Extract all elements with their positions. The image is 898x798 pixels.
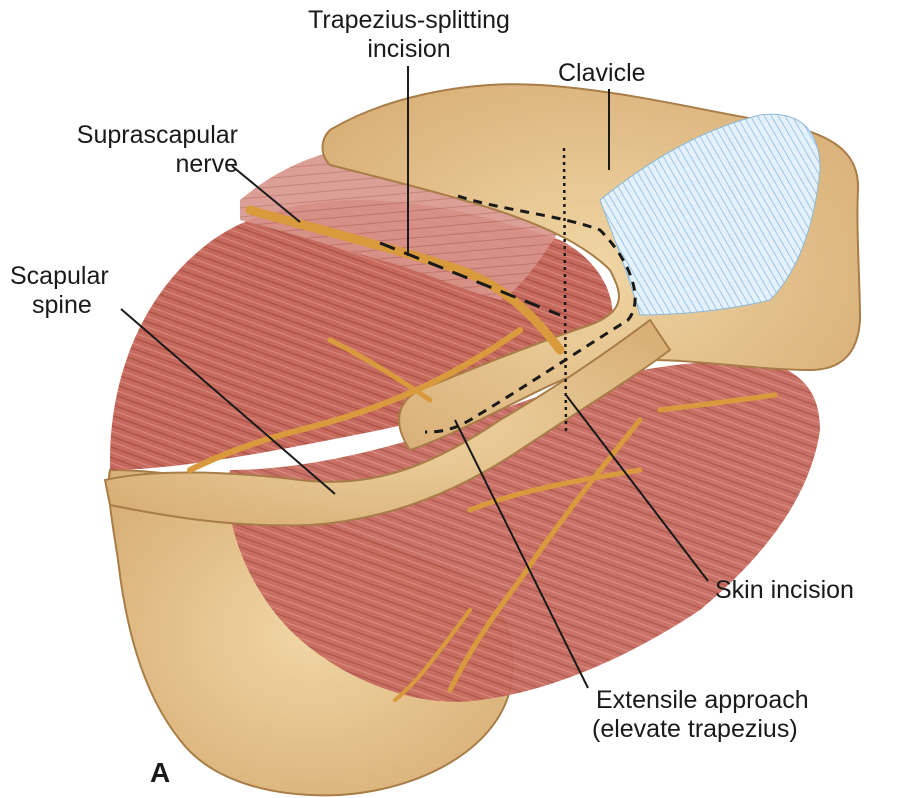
label-line: (elevate trapezius) xyxy=(592,715,798,743)
label-line: Suprascapular xyxy=(76,121,238,149)
ligament xyxy=(599,113,821,316)
label-line: Extensile approach xyxy=(596,686,809,714)
panel-label: A xyxy=(150,757,171,788)
extensile-approach-label: Extensile approach (elevate trapezius) xyxy=(592,686,809,744)
suprascapular-nerve xyxy=(245,205,565,355)
nerve-branch xyxy=(447,417,643,693)
clavicle-label: Clavicle xyxy=(558,59,646,87)
skin-incision-label: Skin incision xyxy=(715,576,854,604)
infraspinatus-muscle xyxy=(228,360,821,702)
leader-line xyxy=(565,394,709,582)
leader-line xyxy=(454,419,589,689)
label-line: Trapezius-splitting xyxy=(308,6,510,34)
extensile-approach-line xyxy=(424,194,637,434)
trapezius-splitting-label: Trapezius-splitting incision xyxy=(278,6,540,64)
leader-line xyxy=(231,165,301,223)
trapezius-splitting-incision xyxy=(379,241,561,317)
nerve-branch xyxy=(327,337,433,403)
nerve-branch xyxy=(393,608,472,702)
scapular-spine-label: Scapular spine xyxy=(10,262,109,320)
label-line: nerve xyxy=(175,150,238,178)
nerve-branch xyxy=(467,467,643,513)
leader-line xyxy=(120,308,336,495)
skin-incision-line xyxy=(562,147,568,433)
nerve-branch xyxy=(657,392,778,413)
label-line: incision xyxy=(367,35,451,63)
scapular-spine-bone xyxy=(103,318,672,527)
nerve-branch xyxy=(187,327,523,473)
label-line: spine xyxy=(32,291,92,319)
suprascapular-nerve-label: Suprascapular nerve xyxy=(18,121,238,179)
label-line: Scapular xyxy=(10,262,109,290)
